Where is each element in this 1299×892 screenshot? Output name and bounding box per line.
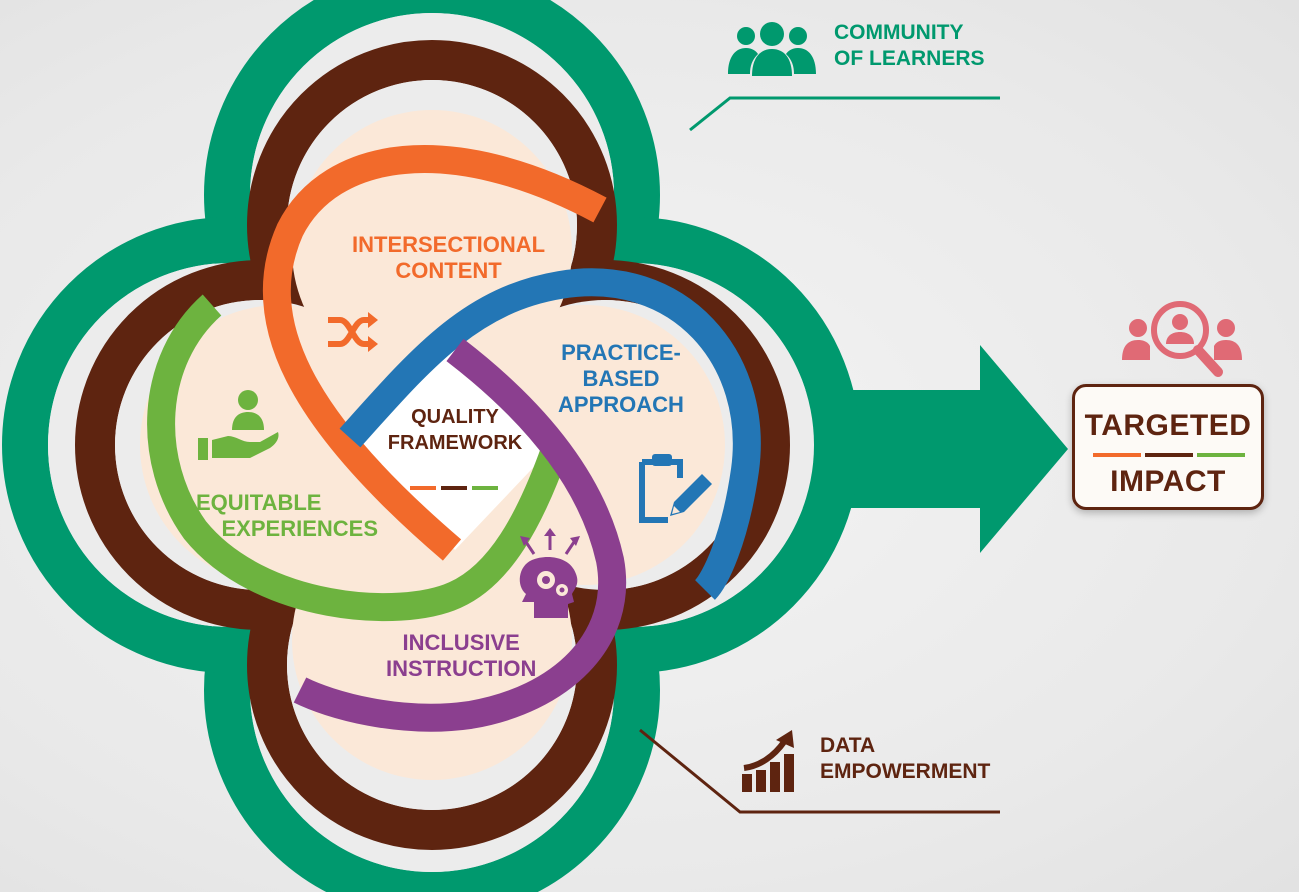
impact-bar-brown	[1145, 453, 1193, 457]
practice-line1: PRACTICE-	[561, 340, 681, 365]
impact-line2: IMPACT	[1110, 465, 1226, 498]
center-line2: FRAMEWORK	[387, 432, 523, 454]
center-line1: QUALITY	[411, 406, 499, 428]
community-line1: COMMUNITY	[834, 21, 964, 44]
equitable-line2: EXPERIENCES	[221, 516, 379, 541]
data-line2: EMPOWERMENT	[820, 760, 991, 783]
impact-bar-green	[1197, 453, 1245, 457]
inclusive-line1: INCLUSIVE	[402, 630, 520, 655]
center-bar-orange	[410, 486, 436, 490]
data-callout-line	[639, 728, 1000, 814]
impact-line1: TARGETED	[1084, 409, 1252, 442]
impact-bar-orange	[1093, 453, 1141, 457]
head-gears-icon	[519, 528, 580, 618]
targeted-impact-box: TARGETED IMPACT	[1072, 384, 1264, 510]
intersectional-label: INTERSECTIONAL CONTENT	[352, 232, 545, 284]
center-bar-brown	[441, 486, 467, 490]
data-label: DATA EMPOWERMENT	[820, 733, 990, 785]
growth-chart-icon	[742, 730, 794, 792]
inclusive-line2: INSTRUCTION	[386, 656, 537, 681]
blue-band	[339, 268, 761, 600]
purple-band	[293, 338, 627, 732]
people-search-icon	[1122, 301, 1242, 377]
center-label: QUALITY FRAMEWORK	[380, 404, 530, 456]
practice-label: PRACTICE- BASED APPROACH	[530, 340, 712, 418]
community-callout-line	[689, 96, 1000, 132]
community-line2: OF LEARNERS	[834, 47, 985, 70]
lime-band	[147, 294, 569, 622]
center-bar-green	[472, 486, 498, 490]
clipboard-pencil-icon	[639, 454, 712, 523]
shuffle-icon	[328, 312, 378, 352]
practice-line2: BASED	[582, 366, 660, 391]
practice-line3: APPROACH	[558, 392, 684, 417]
orange-band	[262, 145, 607, 561]
intersectional-line2: CONTENT	[395, 258, 502, 283]
data-line1: DATA	[820, 734, 876, 757]
hand-person-icon	[198, 390, 279, 460]
inclusive-label: INCLUSIVE INSTRUCTION	[386, 630, 536, 682]
equitable-label: EQUITABLE EXPERIENCES	[196, 490, 378, 542]
equitable-line1: EQUITABLE	[196, 490, 322, 515]
group-people-icon	[728, 22, 816, 76]
community-label: COMMUNITY OF LEARNERS	[834, 20, 985, 72]
intersectional-line1: INTERSECTIONAL	[352, 232, 546, 257]
